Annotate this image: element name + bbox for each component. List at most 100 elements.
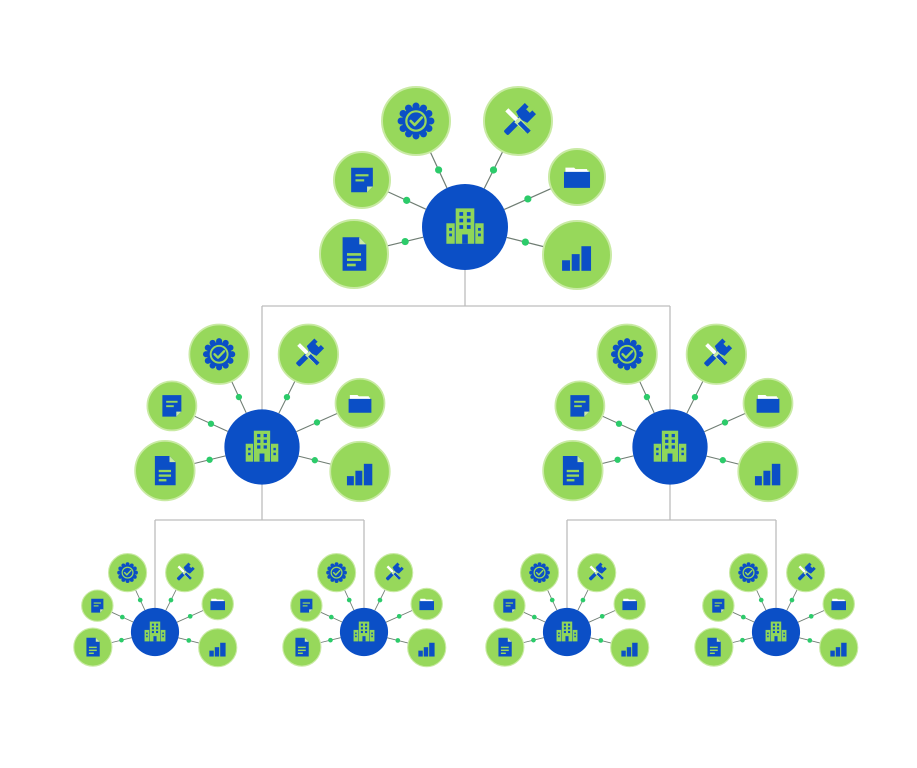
- connector-dot: [740, 637, 745, 643]
- connector-dot: [119, 614, 125, 620]
- folder-icon: [756, 395, 780, 413]
- hub-node: [751, 607, 801, 657]
- satellite-node: [786, 553, 826, 593]
- satellite-node: [107, 553, 148, 593]
- satellite-node: [613, 587, 646, 621]
- document-icon: [562, 456, 584, 486]
- satellite-node: [737, 440, 799, 503]
- connector-dot: [396, 613, 402, 619]
- connector-dot: [313, 419, 321, 426]
- satellite-node: [410, 587, 443, 621]
- connector-dot: [283, 393, 291, 401]
- connector-dot: [531, 614, 537, 620]
- connector-dot: [235, 393, 243, 401]
- document-icon: [707, 637, 721, 657]
- connector-dot: [435, 166, 443, 174]
- satellite-node: [381, 86, 451, 156]
- folder-icon: [831, 598, 847, 611]
- note-icon: [570, 395, 590, 417]
- note-icon: [351, 167, 373, 193]
- satellite-node: [483, 86, 553, 156]
- satellite-node: [81, 589, 114, 622]
- satellite-node: [485, 627, 525, 667]
- note-icon: [712, 598, 725, 613]
- hub-cluster-level-3-2: [282, 553, 447, 668]
- connector-dot: [521, 238, 529, 246]
- connector-dot: [643, 393, 651, 401]
- hub-cluster-level-1-1: [319, 86, 612, 290]
- document-icon: [342, 237, 367, 271]
- connector-dot: [599, 613, 605, 619]
- satellite-node: [319, 219, 389, 289]
- connector-dot: [524, 195, 532, 203]
- hub-clusters: [73, 86, 859, 668]
- connector-dot: [721, 419, 729, 426]
- connector-dot: [489, 166, 498, 174]
- hub-cluster-level-2-2: [542, 323, 799, 503]
- satellite-node: [134, 440, 196, 502]
- connector-dot: [808, 613, 814, 619]
- satellite-node: [374, 553, 414, 593]
- satellite-node: [542, 440, 604, 502]
- connector-dot: [401, 237, 409, 246]
- connector-dot: [328, 614, 334, 620]
- satellite-node: [201, 587, 234, 621]
- connector-dot: [531, 637, 536, 643]
- satellite-node: [277, 323, 339, 385]
- satellite-node: [282, 627, 322, 667]
- folder-icon: [348, 395, 372, 413]
- document-icon: [154, 456, 176, 486]
- hub-cluster-level-3-4: [694, 553, 859, 668]
- satellite-node: [290, 589, 323, 622]
- connector-dot: [186, 638, 192, 643]
- hub-node: [130, 607, 180, 657]
- folder-icon: [622, 598, 638, 611]
- satellite-node: [554, 380, 606, 432]
- satellite-node: [577, 553, 617, 593]
- folder-icon: [563, 167, 591, 188]
- satellite-node: [493, 589, 526, 622]
- connector-dot: [206, 456, 213, 463]
- satellite-node: [316, 553, 357, 593]
- connector-dot: [187, 613, 193, 619]
- connector-dot: [598, 638, 604, 643]
- connector-dot: [311, 457, 318, 464]
- satellite-node: [333, 151, 391, 209]
- satellite-node: [165, 553, 205, 593]
- satellite-node: [542, 220, 612, 290]
- satellite-node: [685, 323, 747, 385]
- hub-node: [422, 184, 508, 270]
- connector-dot: [807, 638, 813, 643]
- connector-dot: [395, 638, 401, 643]
- connector-dot: [549, 597, 555, 603]
- connector-dot: [719, 457, 726, 464]
- satellite-node: [610, 628, 650, 668]
- connector-dot: [615, 420, 623, 427]
- document-icon: [86, 637, 100, 657]
- satellite-node: [73, 627, 113, 667]
- connector-dot: [377, 597, 383, 603]
- satellite-node: [198, 628, 238, 668]
- note-icon: [503, 598, 516, 613]
- connector-dot: [346, 597, 352, 603]
- satellite-node: [822, 587, 855, 621]
- document-icon: [498, 637, 512, 657]
- note-icon: [300, 598, 313, 613]
- satellite-node: [407, 628, 447, 668]
- connector-dot: [740, 614, 746, 620]
- connector-dot: [614, 456, 621, 463]
- hub-node: [542, 607, 592, 657]
- connector-dot: [328, 637, 333, 643]
- document-icon: [295, 637, 309, 657]
- satellite-node: [596, 323, 658, 385]
- connector-dot: [403, 196, 411, 204]
- note-icon: [91, 598, 104, 613]
- satellite-node: [519, 553, 560, 593]
- connector-dot: [119, 637, 124, 643]
- hub-node: [339, 607, 389, 657]
- satellite-node: [728, 553, 769, 593]
- satellite-node: [329, 440, 391, 503]
- connector-dot: [758, 597, 764, 603]
- folder-icon: [419, 598, 435, 611]
